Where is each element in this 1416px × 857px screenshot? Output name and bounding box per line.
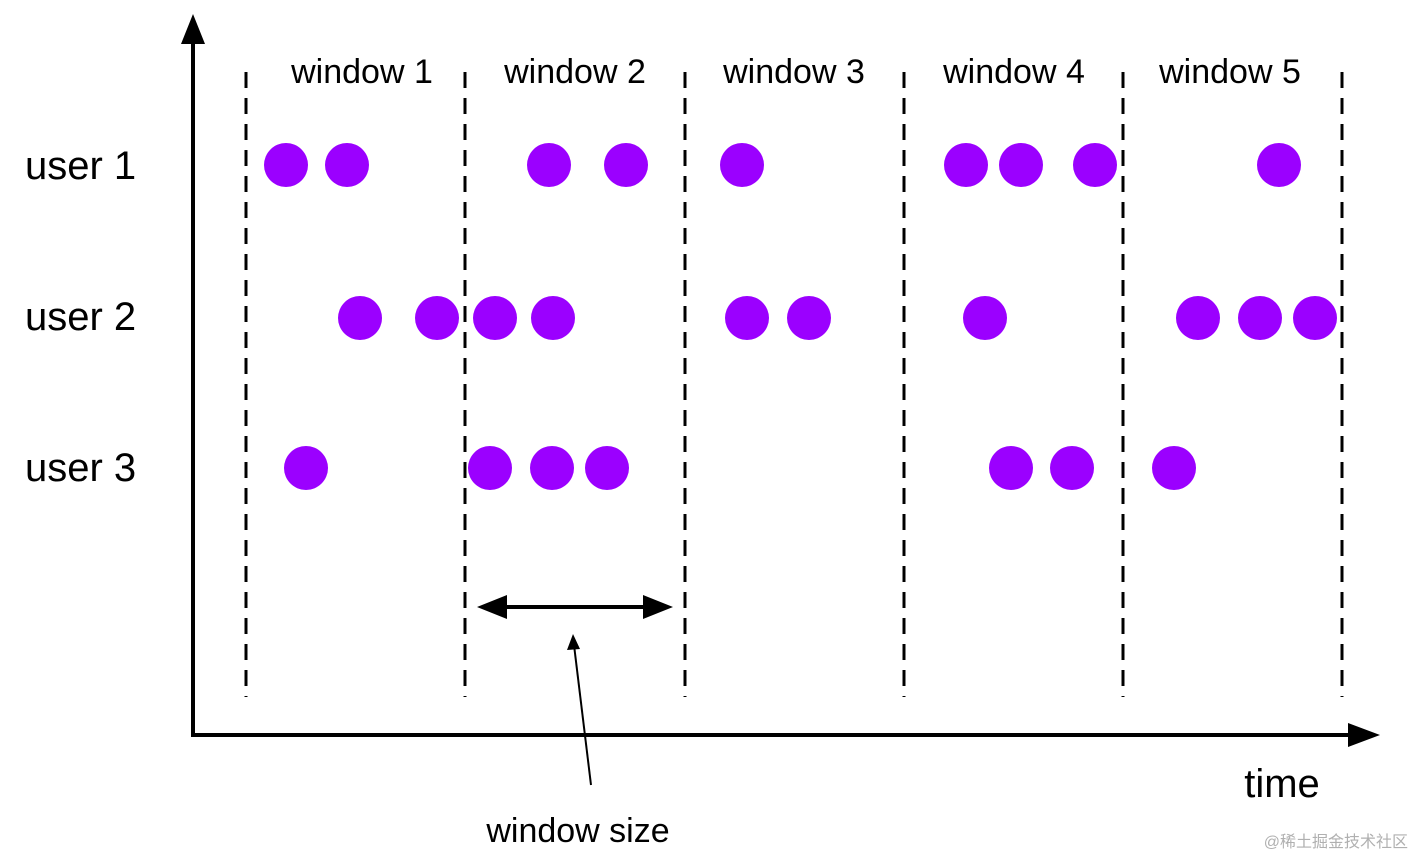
- event-dot: [415, 296, 459, 340]
- event-dot: [1073, 143, 1117, 187]
- x-axis-label: time: [1244, 762, 1320, 806]
- window-label: window 1: [290, 53, 433, 91]
- event-dot: [720, 143, 764, 187]
- y-axis-arrowhead: [181, 14, 205, 44]
- window-boundaries: [244, 72, 1344, 697]
- user-1-events: [264, 143, 1301, 187]
- event-dot: [473, 296, 517, 340]
- pointer-arrowhead: [567, 634, 580, 650]
- event-dot: [284, 446, 328, 490]
- watermark: @稀土掘金技术社区: [1264, 833, 1408, 851]
- event-dot: [787, 296, 831, 340]
- event-dot: [585, 446, 629, 490]
- event-dot: [1152, 446, 1196, 490]
- event-dot: [989, 446, 1033, 490]
- event-dot: [531, 296, 575, 340]
- window-label: window 2: [503, 53, 646, 91]
- window-label: window 3: [722, 53, 865, 91]
- event-dot: [604, 143, 648, 187]
- event-dot: [1176, 296, 1220, 340]
- user-2-events: [338, 296, 1337, 340]
- event-dot: [338, 296, 382, 340]
- window-label: window 4: [942, 53, 1085, 91]
- user-label: user 1: [25, 144, 136, 188]
- event-dot: [264, 143, 308, 187]
- event-dot: [725, 296, 769, 340]
- event-dot: [530, 446, 574, 490]
- window-size-indicator: [477, 595, 673, 786]
- event-dot: [999, 143, 1043, 187]
- event-dot: [1238, 296, 1282, 340]
- window-size-label: window size: [485, 812, 669, 850]
- event-dot: [468, 446, 512, 490]
- double-arrow-left-head: [477, 595, 507, 619]
- event-dot: [1050, 446, 1094, 490]
- event-dot: [1257, 143, 1301, 187]
- double-arrow-right-head: [643, 595, 673, 619]
- window-size-pointer-arrow: [573, 644, 592, 786]
- window-label: window 5: [1158, 53, 1301, 91]
- user-3-events: [284, 446, 1196, 490]
- user-label: user 2: [25, 295, 136, 339]
- event-dot: [325, 143, 369, 187]
- event-dot: [963, 296, 1007, 340]
- event-dot: [1293, 296, 1337, 340]
- event-dot: [944, 143, 988, 187]
- event-dot: [527, 143, 571, 187]
- user-label: user 3: [25, 446, 136, 490]
- x-axis-arrowhead: [1348, 723, 1380, 747]
